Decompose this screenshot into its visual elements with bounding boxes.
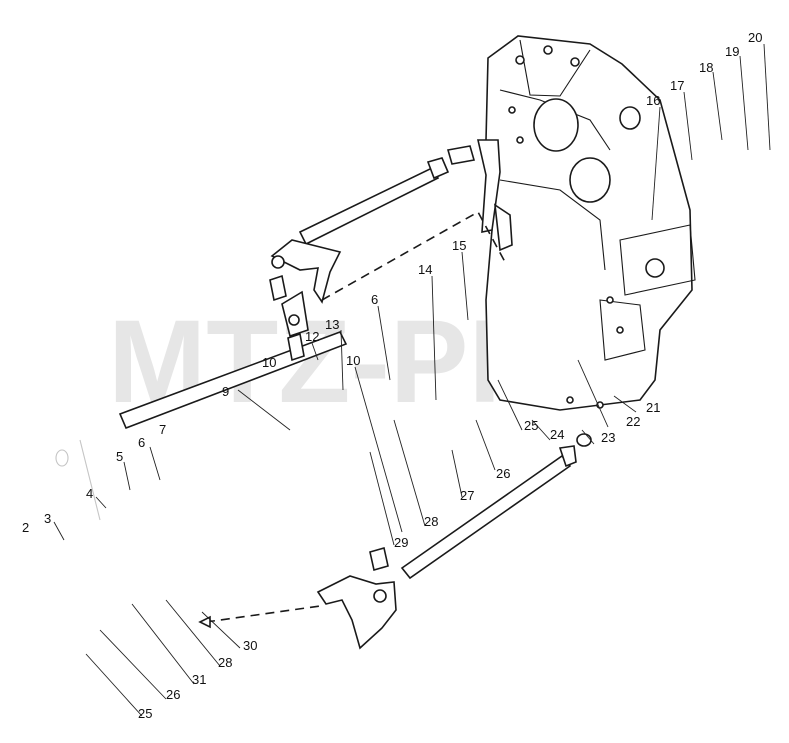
callout-2: 2 (22, 520, 29, 535)
lower-shaft (400, 433, 592, 580)
callout-28a: 28 (424, 514, 438, 529)
callout-3: 3 (44, 511, 51, 526)
callout-19: 19 (725, 44, 739, 59)
callout-6b: 6 (138, 435, 145, 450)
callout-14: 14 (418, 262, 432, 277)
shift-lever-bracket (476, 139, 513, 252)
arrowhead (198, 615, 211, 629)
lower-shift-fork (316, 546, 397, 650)
callout-28b: 28 (218, 655, 232, 670)
callout-22: 22 (626, 414, 640, 429)
callout-25a: 25 (524, 418, 538, 433)
left-parts-ghost (55, 439, 101, 521)
callout-10a: 10 (346, 353, 360, 368)
callout-15: 15 (452, 238, 466, 253)
upper-alignment-dashed-line (321, 210, 506, 301)
callout-labels: 20 19 18 17 16 15 14 6 13 12 10 10 9 7 6… (22, 30, 762, 721)
gearbox-housing (485, 35, 696, 411)
upper-shift-rod (298, 145, 476, 246)
leader-lines (53, 43, 771, 717)
callout-23: 23 (601, 430, 615, 445)
callout-20: 20 (748, 30, 762, 45)
callout-31: 31 (192, 672, 206, 687)
lower-alignment-arrow (205, 605, 321, 623)
callout-21: 21 (646, 400, 660, 415)
middle-fork-block (281, 290, 309, 362)
callout-12: 12 (305, 329, 319, 344)
callout-18: 18 (699, 60, 713, 75)
callout-24: 24 (550, 427, 564, 442)
callout-17: 17 (670, 78, 684, 93)
callout-26b: 26 (166, 687, 180, 702)
callout-29: 29 (394, 535, 408, 550)
middle-shaft (118, 330, 348, 430)
callout-13: 13 (325, 317, 339, 332)
callout-26a: 26 (496, 466, 510, 481)
callout-25b: 25 (138, 706, 152, 721)
callout-27: 27 (460, 488, 474, 503)
callout-10b: 10 (262, 355, 276, 370)
upper-shift-fork (269, 239, 342, 304)
callout-7: 7 (159, 422, 166, 437)
callout-16: 16 (646, 93, 660, 108)
callout-30: 30 (243, 638, 257, 653)
callout-5: 5 (116, 449, 123, 464)
callout-9: 9 (222, 384, 229, 399)
callout-6a: 6 (371, 292, 378, 307)
callout-4: 4 (86, 486, 93, 501)
